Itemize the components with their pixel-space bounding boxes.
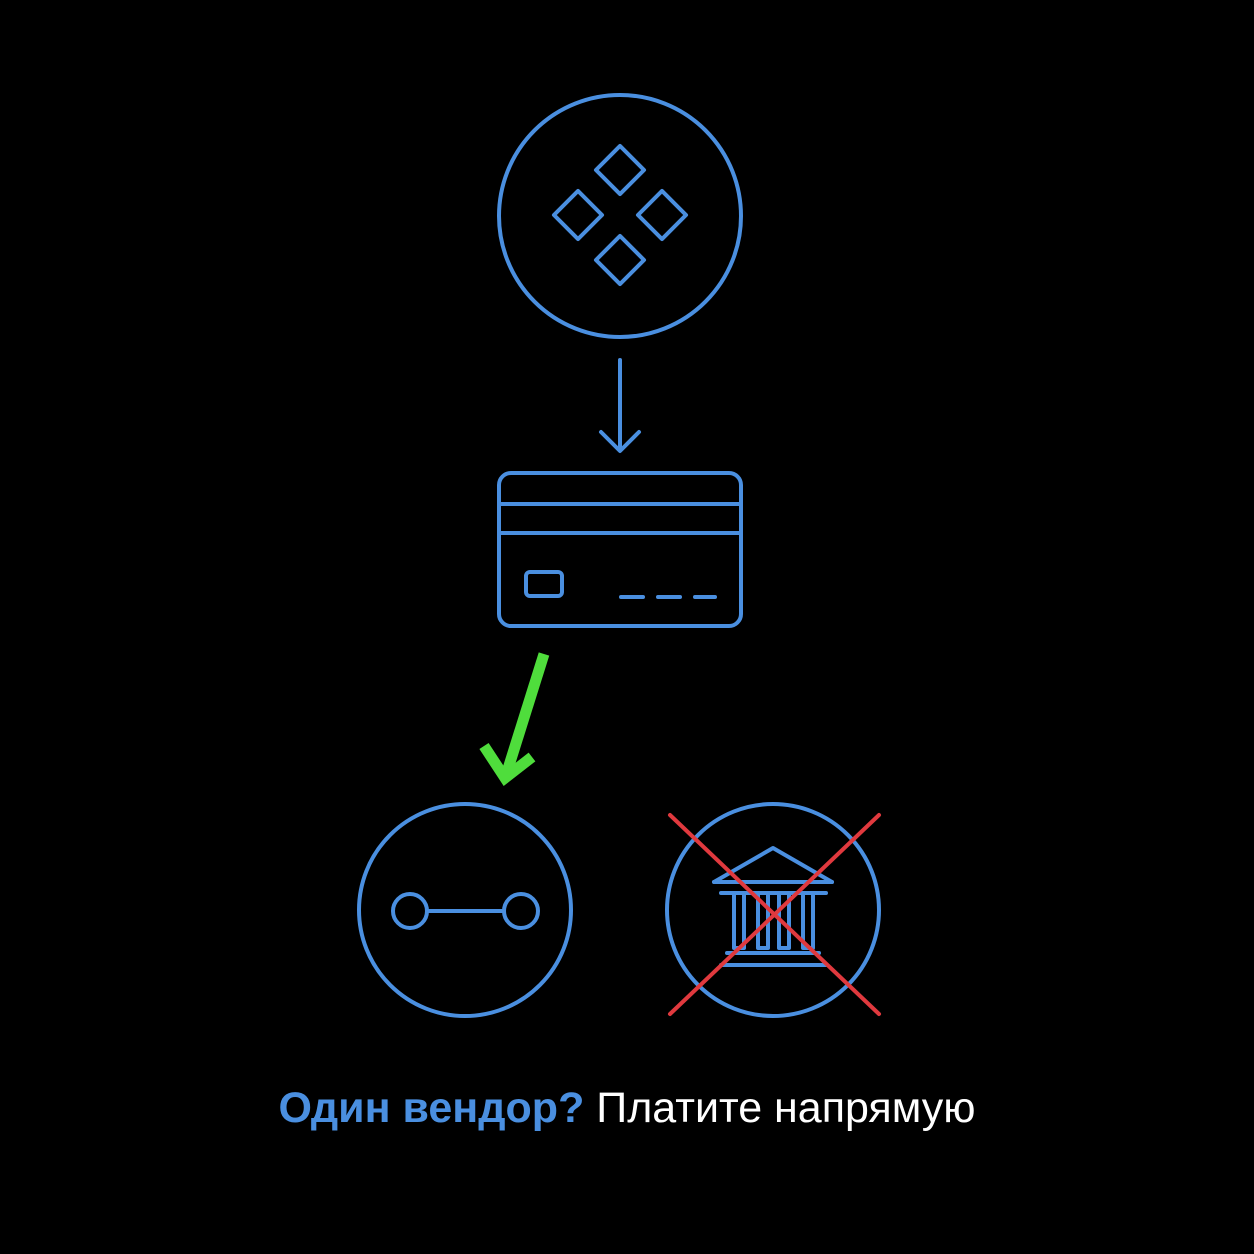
arrow-card-to-direct [479, 652, 550, 787]
caption-answer: Платите напрямую [596, 1084, 976, 1132]
diamond-grid-icon [551, 143, 689, 287]
cross-out-mark [668, 813, 881, 1016]
top-node-circle [497, 93, 743, 339]
top-node [497, 93, 743, 339]
card-chip [524, 570, 564, 598]
left-node-circle [357, 802, 573, 1018]
right-node-circle [665, 802, 881, 1018]
left-node [357, 802, 573, 1018]
direct-connection-icon [391, 892, 540, 930]
right-node [665, 802, 881, 1018]
arrow-top-to-card [599, 358, 641, 453]
bank-icon [712, 846, 834, 967]
caption-question: Один вендор? [278, 1084, 585, 1132]
credit-card-icon [497, 471, 743, 628]
caption: Один вендор? Платите напрямую [0, 1078, 1254, 1138]
